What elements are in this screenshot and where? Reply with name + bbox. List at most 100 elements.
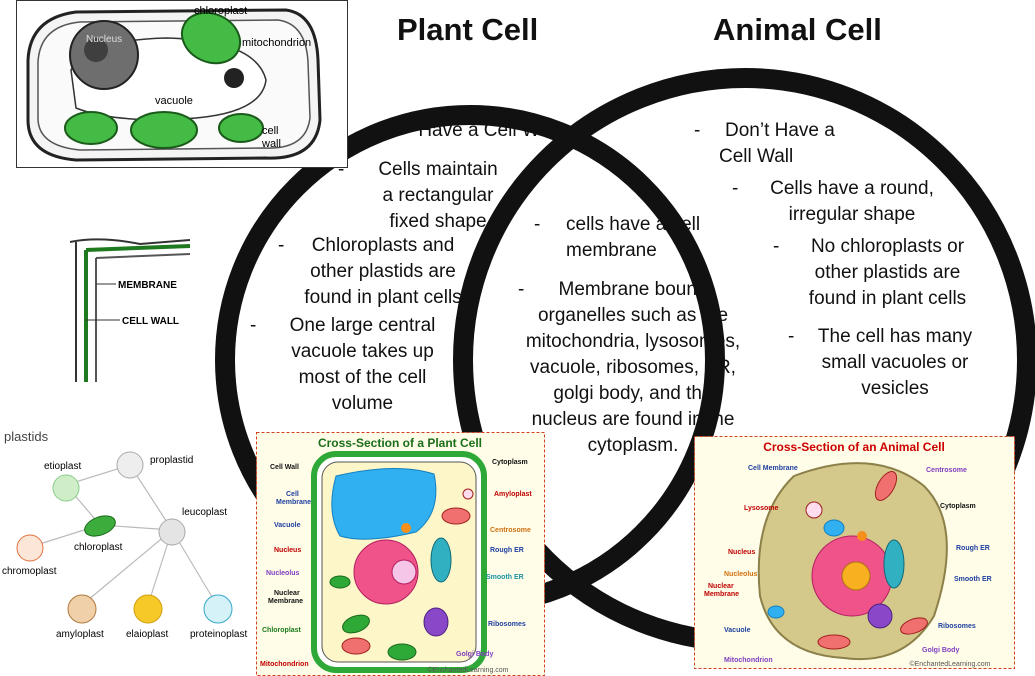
animal-label-left: Nucleolus <box>724 571 758 578</box>
plant-label-right: Cytoplasm <box>492 459 528 466</box>
plant-chloroplast-3 <box>329 575 351 589</box>
sketch-mitochondrion <box>224 68 244 88</box>
sketch-label-mitochondrion: mitochondrion <box>242 37 311 49</box>
animal-vacuole-1 <box>823 519 845 537</box>
sketch-chloroplast-4 <box>218 113 264 143</box>
animal-label-right: Smooth ER <box>954 576 992 583</box>
plant-label-left: Vacuole <box>274 522 301 529</box>
plant-fact-wall: -Have a Cell Wall <box>390 120 559 141</box>
animal-cell-diagram: Cross-Section of an Animal Cell Cell Mem… <box>694 436 1015 669</box>
plastid-label: amyloplast <box>56 629 104 640</box>
sketch-label-chloroplast: chloroplast <box>194 5 247 17</box>
plant-cell-sketch: Nucleus vacuole chloroplast mitochondrio… <box>16 0 348 168</box>
plant-fact-dash-3: - <box>250 315 257 336</box>
plant-vacuole <box>331 467 437 540</box>
plant-label-right: Ribosomes <box>488 621 526 628</box>
leucoplast-icon <box>158 518 186 546</box>
wall-label-cell-wall: CELL WALL <box>122 316 179 327</box>
proplastid-icon <box>116 451 144 479</box>
plastid-label: elaioplast <box>126 629 168 640</box>
plant-cell-title: Plant Cell <box>397 12 539 47</box>
animal-label-left: Vacuole <box>724 627 751 634</box>
animal-label-left: Mitochondrion <box>724 657 773 664</box>
plastid-label: proplastid <box>150 455 193 466</box>
animal-fact-vacuoles: The cell has many small vacuoles or vesi… <box>817 326 973 399</box>
animal-mito-3 <box>900 617 928 635</box>
animal-label-left: Lysosome <box>744 505 778 512</box>
plant-fact-vacuole: One large central vacuole takes up most … <box>289 315 436 414</box>
animal-fact-dash-4: - <box>788 326 795 347</box>
plant-label-right: Smooth ER <box>486 574 524 581</box>
plant-er <box>430 537 452 583</box>
plant-diagram-credit: ©EnchantedLearning.com <box>427 666 508 674</box>
animal-fact-dash-2: - <box>732 178 739 199</box>
etioplast-icon <box>52 474 80 502</box>
plastid-label: leucoplast <box>182 507 227 518</box>
plant-label-left: Nucleolus <box>266 570 300 577</box>
plant-nucleolus <box>391 559 417 585</box>
plant-centrosome <box>401 523 411 533</box>
plant-amyloplast <box>462 488 474 500</box>
plastid-label: chloroplast <box>74 542 123 553</box>
plant-fact-shape: Cells maintain a rectangular fixed shape <box>378 159 498 232</box>
plant-label-right: Rough ER <box>490 547 524 554</box>
wall-label-membrane: MEMBRANE <box>118 280 177 291</box>
sketch-chloroplast-1 <box>180 11 242 65</box>
animal-label-right: Centrosome <box>926 467 967 474</box>
animal-lysosome <box>805 501 823 519</box>
animal-label-left: Cell Membrane <box>748 465 798 472</box>
amyloplast-icon <box>67 594 97 624</box>
sketch-nucleolus <box>84 38 108 62</box>
sketch-label-vacuole: vacuole <box>155 95 193 107</box>
shared-fact-dash-1: - <box>534 214 541 235</box>
shared-fact-organelles: Membrane bound organelles such as the mi… <box>525 279 741 456</box>
animal-golgi <box>867 603 893 629</box>
plant-diagram-title: Cross-Section of a Plant Cell <box>318 436 482 450</box>
plant-fact-dash-2: - <box>278 235 285 256</box>
plant-nucleus <box>353 539 419 605</box>
plant-label-left: Nucleus <box>274 547 301 554</box>
plastid-label: chromoplast <box>2 566 57 577</box>
animal-er <box>883 539 905 589</box>
chloroplast-icon <box>84 515 116 537</box>
proteinoplast-icon <box>203 594 233 624</box>
plant-label-right: Golgi Body <box>456 651 493 658</box>
plant-chloroplast-1 <box>342 614 370 634</box>
plastids-diagram: plastids etioplast proplastid leucoplast… <box>2 429 247 640</box>
plant-label-right: Amyloplast <box>494 491 532 498</box>
animal-fact-dash-3: - <box>773 236 780 257</box>
plant-fact-plastids: Chloroplasts and other plastids are foun… <box>304 235 462 308</box>
plant-label-left: Chloroplast <box>262 627 302 634</box>
plant-chloroplast-2 <box>387 643 417 661</box>
animal-diagram-credit: ©EnchantedLearning.com <box>909 660 990 668</box>
plastid-label: etioplast <box>44 461 81 472</box>
animal-cell-title: Animal Cell <box>713 12 882 47</box>
sketch-chloroplast-3 <box>130 111 198 149</box>
animal-label-right: Golgi Body <box>922 647 959 654</box>
sketch-label-nucleus: Nucleus <box>86 34 122 45</box>
animal-mito-2 <box>817 634 851 650</box>
chromoplast-icon <box>16 534 44 562</box>
animal-label-right: Rough ER <box>956 545 990 552</box>
animal-centrosome <box>857 531 867 541</box>
animal-fact-no-plastids: No chloroplasts or other plastids are fo… <box>808 236 967 309</box>
animal-label-left: Nucleus <box>728 549 755 556</box>
shared-fact-dash-2: - <box>518 279 525 300</box>
wall-sketch: MEMBRANE CELL WALL <box>69 238 191 382</box>
plant-golgi <box>423 607 449 637</box>
plastid-label: proteinoplast <box>190 629 247 640</box>
animal-fact-dash-1: - <box>694 120 701 141</box>
plastids-heading: plastids <box>4 429 49 444</box>
animal-vacuole-2 <box>767 605 785 619</box>
plant-label-left: Mitochondrion <box>260 661 309 668</box>
plant-label-right: Centrosome <box>490 527 531 534</box>
animal-label-right: Cytoplasm <box>940 503 976 510</box>
sketch-chloroplast-2 <box>64 111 118 145</box>
plant-cell-diagram: Cross-Section of a Plant Cell Cell Wall … <box>256 432 545 676</box>
animal-fact-shape: Cells have a round, irregular shape <box>770 178 934 225</box>
animal-diagram-title: Cross-Section of an Animal Cell <box>763 440 945 454</box>
